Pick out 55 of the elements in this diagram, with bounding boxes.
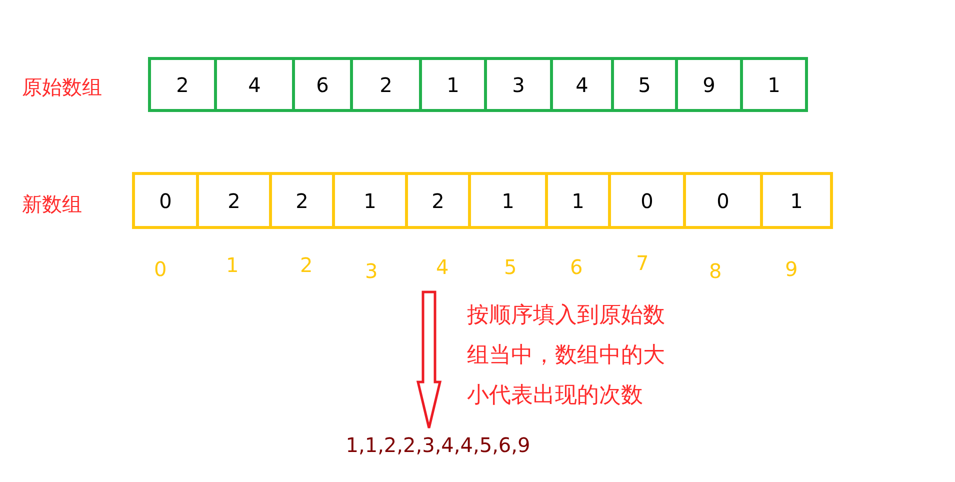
array-cell: [468, 172, 548, 229]
row-label: 原始数组: [22, 74, 102, 101]
cell-value: 2: [228, 188, 240, 212]
cell-value: 2: [296, 188, 308, 212]
cell-value: 1: [768, 72, 780, 96]
cell-value: 4: [576, 72, 588, 96]
cell-value: 2: [176, 72, 189, 96]
array-cell: [196, 172, 272, 229]
cell-value: 4: [248, 72, 261, 96]
row-label: 新数组: [22, 191, 82, 218]
cell-value: 1: [364, 188, 376, 212]
array-cell: [214, 57, 295, 112]
array-cell: [760, 172, 833, 229]
array-cell: [132, 172, 199, 229]
array-cell: [350, 57, 422, 112]
array-cell: [419, 57, 487, 112]
array-cell: [675, 57, 743, 112]
index-number: 5: [504, 255, 517, 279]
cell-value: 9: [702, 72, 716, 96]
array-cell: [484, 57, 553, 112]
index-number: 4: [436, 255, 449, 279]
index-number: 0: [154, 257, 167, 281]
array-cell: [405, 172, 471, 229]
array-cell: [608, 172, 686, 229]
cell-value: 1: [790, 188, 803, 212]
index-number: 7: [636, 251, 649, 275]
array-cell: [332, 172, 408, 229]
array-cell: [683, 172, 763, 229]
cell-value: 3: [512, 72, 525, 96]
array-cell: [545, 172, 611, 229]
index-number: 2: [300, 253, 313, 277]
array-cell: [269, 172, 335, 229]
cell-value: 0: [640, 188, 654, 212]
array-cell: [148, 57, 217, 112]
cell-value: 1: [502, 188, 514, 212]
cell-value: 1: [572, 188, 584, 212]
array-cell: [292, 57, 353, 112]
index-number: 9: [785, 257, 798, 281]
cell-value: 6: [316, 72, 329, 96]
cell-value: 0: [716, 188, 730, 212]
sorted-result-text: 1,1,2,2,3,4,4,5,6,9: [346, 433, 530, 457]
cell-value: 2: [432, 188, 444, 212]
cell-value: 0: [159, 188, 172, 212]
hollow-down-arrow: [416, 290, 442, 430]
array-cell: [611, 57, 678, 112]
index-number: 1: [226, 253, 239, 277]
note-text: 按顺序填入到原始数组当中，数组中的大小代表出现的次数: [467, 302, 666, 410]
index-number: 6: [570, 255, 583, 279]
cell-value: 2: [380, 72, 392, 96]
cell-value: 1: [446, 72, 460, 96]
array-cell: [740, 57, 808, 112]
index-number: 3: [365, 259, 378, 283]
index-number: 8: [709, 259, 722, 283]
array-cell: [550, 57, 614, 112]
cell-value: 5: [638, 72, 651, 96]
